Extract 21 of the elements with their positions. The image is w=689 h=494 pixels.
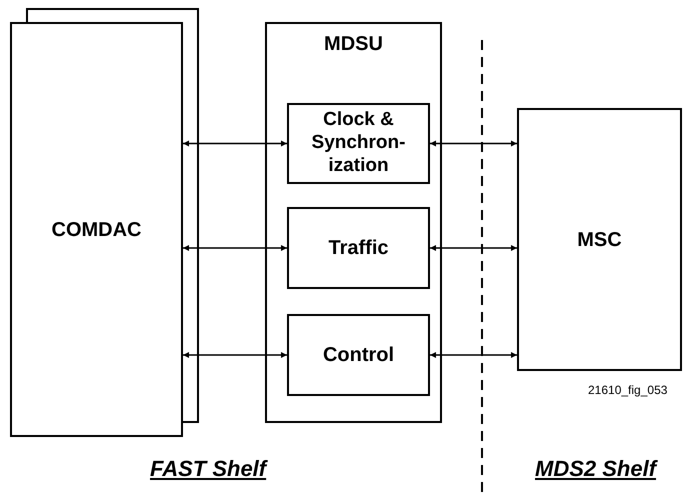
module-box	[517, 108, 682, 371]
box-heading: MDSU	[323, 32, 384, 56]
double-arrow	[430, 140, 517, 146]
function-box	[287, 103, 430, 184]
box-label: COMDAC	[50, 218, 142, 242]
module-box	[265, 22, 442, 423]
double-arrow	[430, 352, 517, 358]
figure-id: 21610_fig_053	[588, 382, 668, 399]
double-arrow	[183, 140, 287, 146]
box-label: MSC	[576, 228, 623, 252]
shelf-label: FAST Shelf	[150, 455, 266, 483]
box-label: Traffic	[327, 236, 390, 260]
function-box	[287, 314, 430, 396]
double-arrow	[183, 245, 287, 251]
box-label: Control	[322, 343, 396, 367]
double-arrow	[183, 352, 287, 358]
module-box	[10, 22, 183, 437]
function-box	[287, 207, 430, 289]
shelf-label: MDS2 Shelf	[535, 455, 656, 483]
double-arrow	[430, 245, 517, 251]
box-label: Clock & Synchron-ization	[310, 109, 406, 178]
